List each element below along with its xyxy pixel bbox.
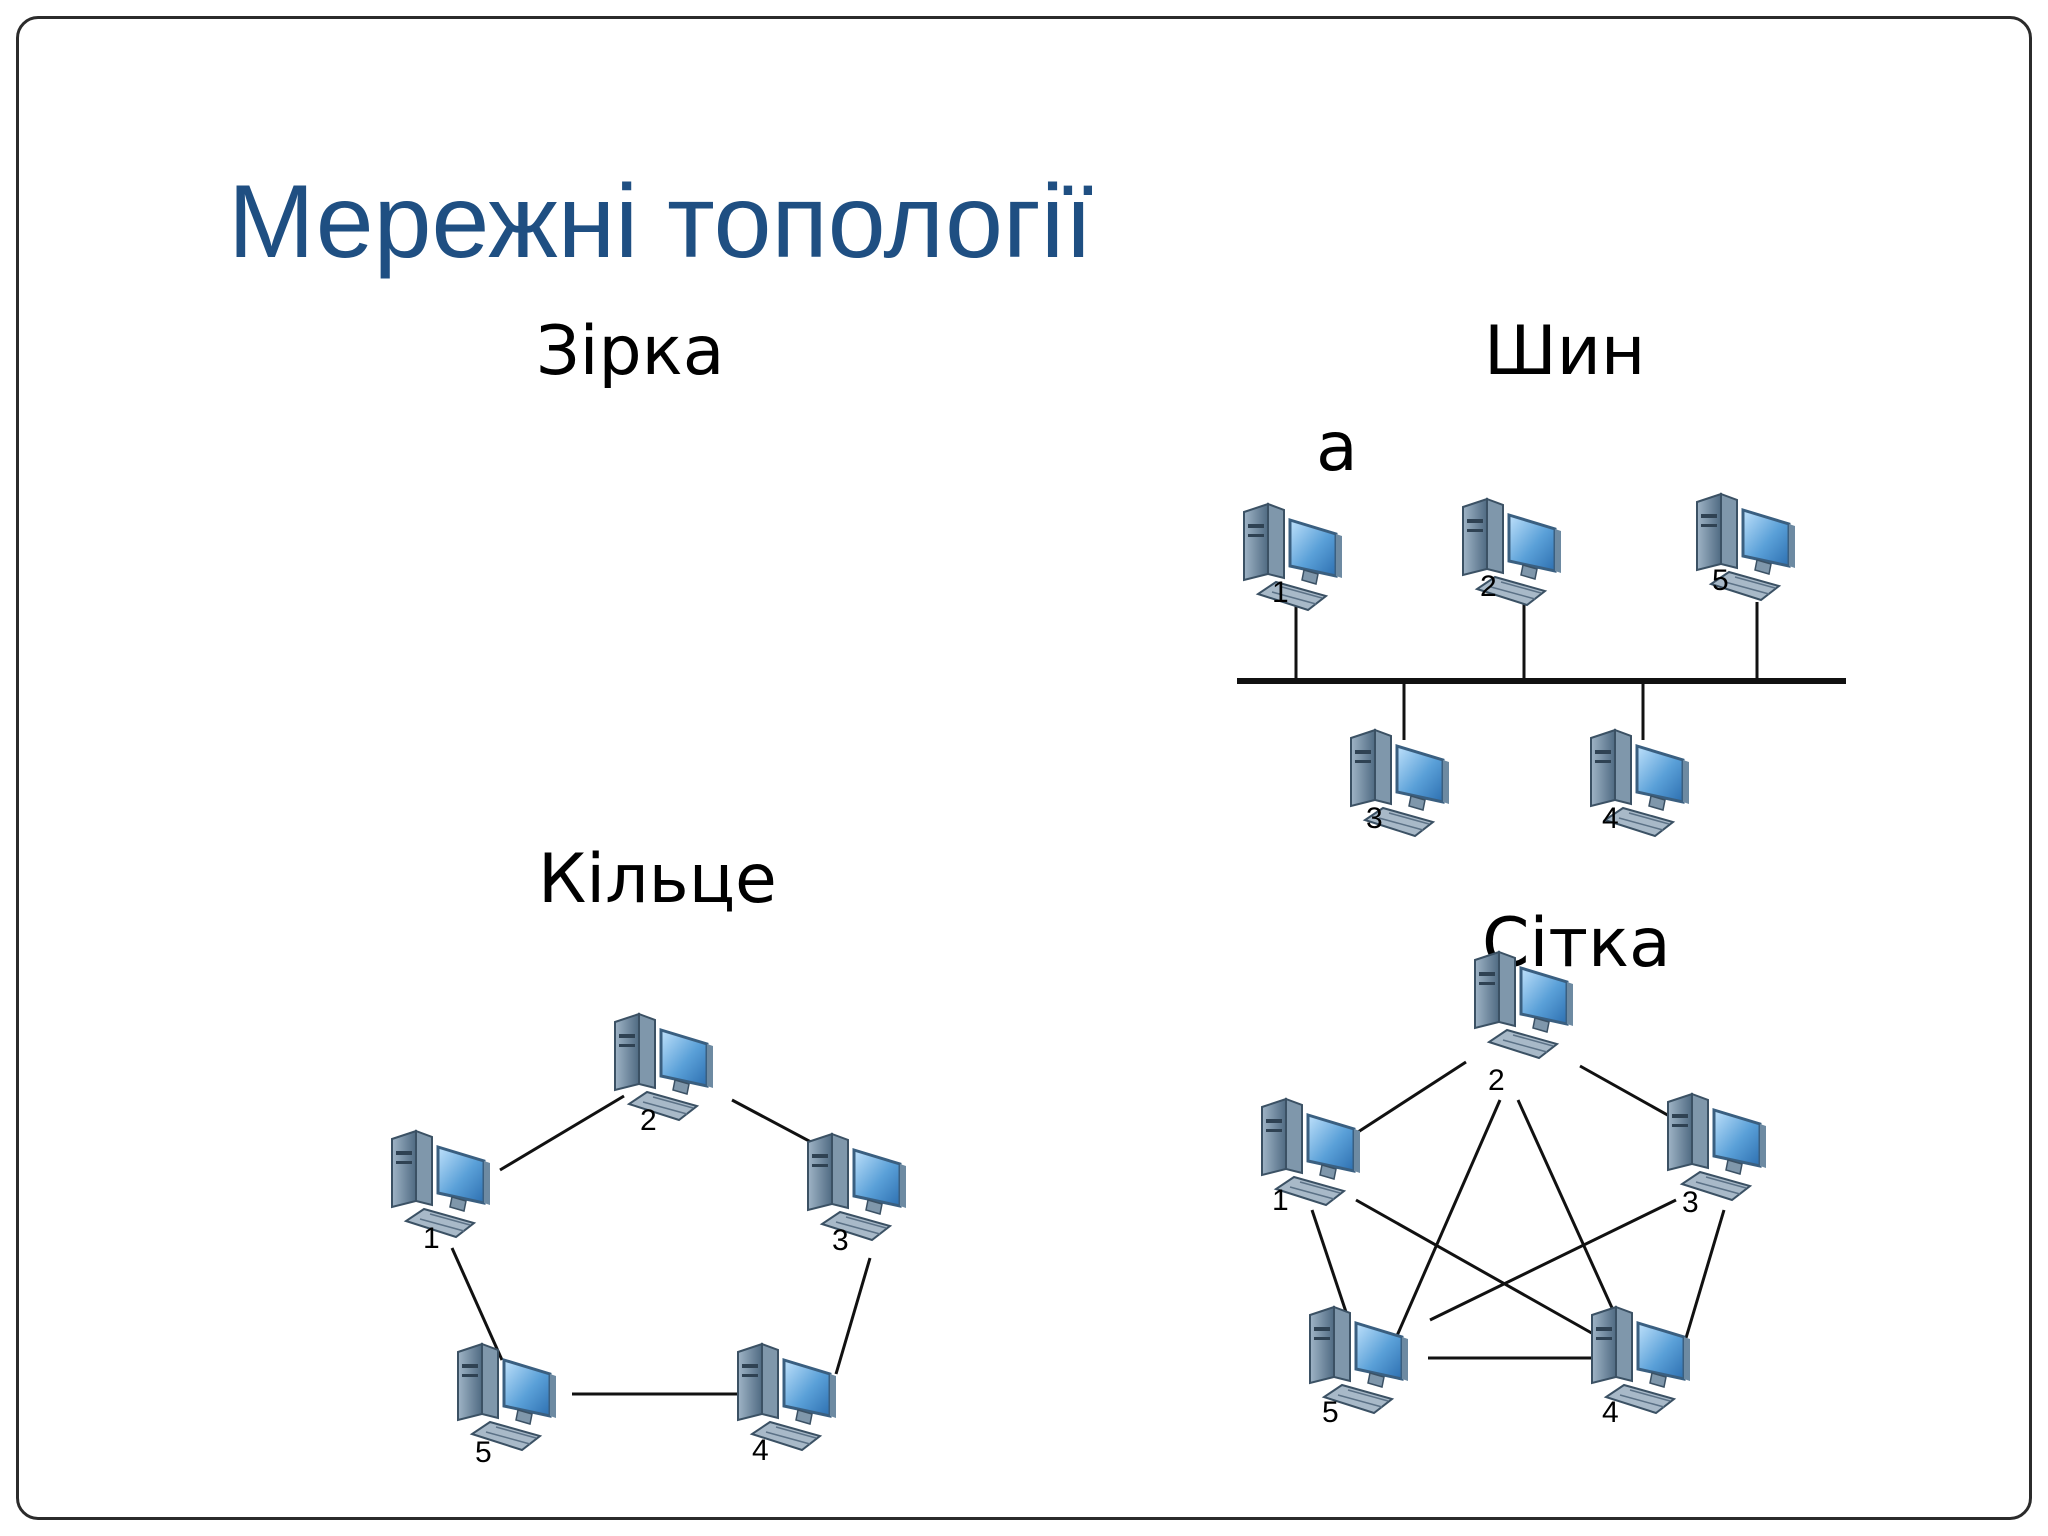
slide-frame (16, 16, 2032, 1520)
mesh-link-3-4 (1684, 1209, 1726, 1339)
node-label: 3 (1682, 1186, 1699, 1219)
node-label: 2 (1488, 1064, 1505, 1097)
computer-icon (1473, 950, 1575, 1060)
ring-link-1-2 (499, 1094, 625, 1172)
node-label: 4 (1602, 802, 1619, 835)
computer-icon (456, 1342, 558, 1452)
mesh-link-1-4 (1355, 1198, 1605, 1342)
ring-link-3-4 (834, 1257, 872, 1375)
node-label: 2 (1480, 570, 1497, 603)
mesh-link-5-1 (1310, 1209, 1350, 1319)
slide-title: Мережні топології (228, 164, 1093, 280)
ring-topology (450, 1094, 872, 1396)
star-label: Зірка (536, 312, 725, 391)
bus-topology: 1 2 5 3 4 (1237, 492, 1846, 838)
node-label: 5 (1712, 564, 1729, 597)
bus-label-line2: а (1316, 408, 1358, 487)
ring-link-5-1 (450, 1247, 504, 1361)
node-label: 1 (1272, 1184, 1289, 1217)
node-label: 1 (1272, 576, 1289, 609)
mesh-link-2-3 (1579, 1064, 1681, 1124)
node-label: 5 (475, 1436, 492, 1469)
computer-icon (1461, 497, 1563, 607)
mesh-topology (1310, 1060, 1726, 1360)
node-label: 3 (1366, 802, 1383, 835)
mesh-link-3-5 (1429, 1198, 1677, 1322)
mesh-link-2-4 (1516, 1099, 1624, 1331)
node-label: 2 (640, 1104, 657, 1137)
computer-icon (613, 1012, 715, 1122)
bus-label-line1: Шин (1484, 312, 1646, 391)
ring-label: Кільце (538, 840, 777, 919)
node-label: 4 (752, 1434, 769, 1467)
node-label: 3 (832, 1224, 849, 1257)
mesh-link-1-2 (1357, 1060, 1467, 1134)
computer-icon (806, 1132, 908, 1242)
computer-icon (1666, 1092, 1768, 1202)
node-label: 4 (1602, 1396, 1619, 1429)
mesh-link-2-5 (1394, 1099, 1502, 1339)
computer-icon (1242, 502, 1344, 612)
node-label: 5 (1322, 1396, 1339, 1429)
node-label: 1 (423, 1222, 440, 1255)
computer-icon (390, 1129, 492, 1239)
